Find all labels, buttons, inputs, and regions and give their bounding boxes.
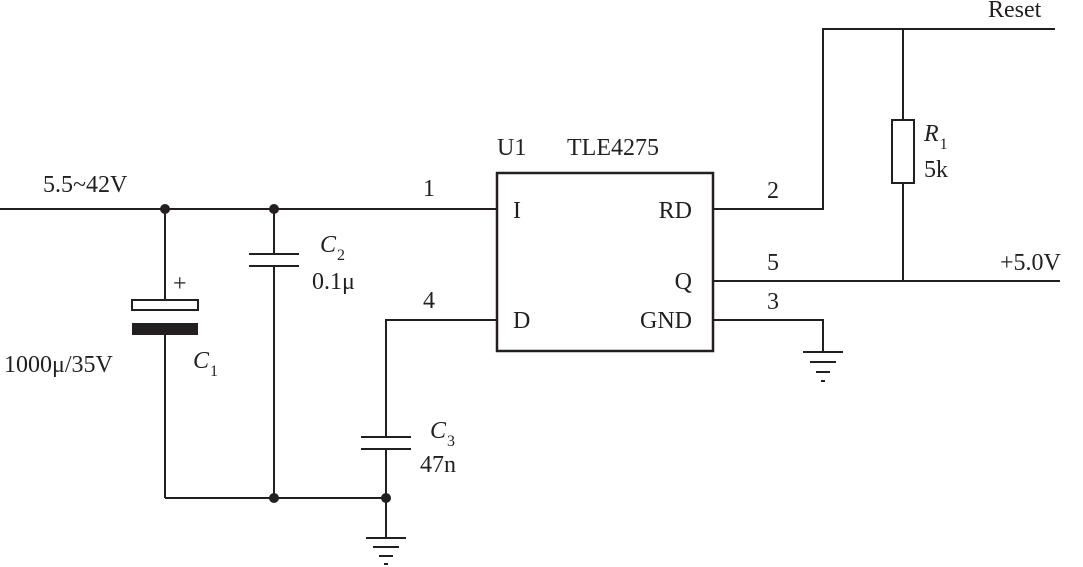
pin-number-4: 4	[423, 288, 435, 314]
c2-value: 0.1μ	[312, 269, 355, 295]
junction-dot	[381, 493, 391, 503]
ground-symbol-right	[803, 351, 843, 382]
c1-value: 1000μ/35V	[4, 352, 114, 378]
pin-number-3: 3	[767, 289, 779, 315]
ic-part-number: TLE4275	[567, 135, 659, 161]
junction-dot	[269, 493, 279, 503]
output-voltage-label: +5.0V	[1000, 250, 1062, 276]
c3-plates	[361, 436, 411, 450]
input-voltage-label: 5.5~42V	[43, 172, 128, 198]
reset-wire	[713, 28, 1055, 210]
junction-dot	[269, 204, 279, 214]
r1-value: 5k	[924, 157, 948, 183]
pin-label-rd: RD	[659, 198, 692, 224]
c3-top-wire	[385, 319, 497, 437]
c2-plates	[249, 253, 299, 267]
c2-designator: C2	[320, 232, 345, 264]
c1-negative-plate	[132, 323, 198, 335]
c1-polarity-mark: +	[173, 271, 187, 297]
c1-positive-plate	[131, 299, 199, 311]
pin-number-2: 2	[767, 178, 779, 204]
c1-designator: C1	[193, 348, 218, 380]
r1-body	[891, 119, 915, 184]
pin-label-i: I	[513, 198, 521, 224]
pin-label-gnd: GND	[640, 308, 692, 334]
pin-number-5: 5	[767, 250, 779, 276]
gnd-wire	[713, 319, 824, 352]
r1-designator: R1	[923, 121, 948, 153]
pin-label-d: D	[513, 308, 530, 334]
c3-designator: C3	[430, 418, 455, 450]
pin-number-1: 1	[423, 176, 435, 202]
ic-body	[495, 171, 715, 353]
reset-label: Reset	[988, 0, 1042, 23]
pin-label-q: Q	[675, 269, 692, 295]
c3-value: 47n	[420, 452, 456, 478]
ic-designator: U1	[497, 135, 526, 161]
junction-dot	[160, 204, 170, 214]
ground-symbol-bottom	[366, 537, 406, 565]
